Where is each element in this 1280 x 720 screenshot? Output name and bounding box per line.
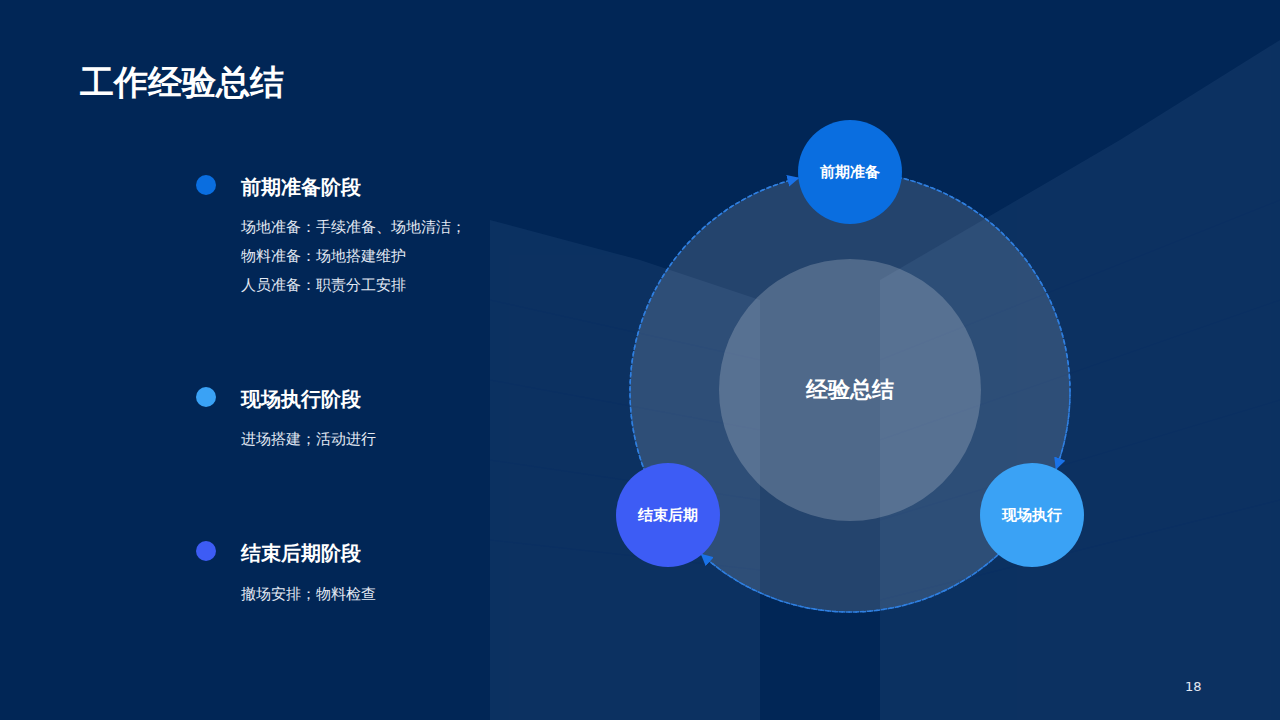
- stage-circle: 前期准备: [798, 120, 902, 224]
- stage-heading: 现场执行阶段: [241, 386, 361, 412]
- circle-fill: [798, 120, 902, 224]
- node-label: 经验总结: [806, 375, 894, 405]
- node-content: 前期准备: [798, 120, 902, 224]
- stage-detail: 人员准备：职责分工安排: [241, 275, 406, 295]
- stage-detail: 撤场安排；物料检查: [241, 584, 376, 604]
- node-content: 结束后期: [616, 463, 720, 567]
- stage-heading: 前期准备阶段: [241, 174, 361, 200]
- cycle-arrow: [703, 556, 997, 612]
- slide-title: 工作经验总结: [80, 60, 284, 104]
- circle-fill: [980, 463, 1084, 567]
- node-label: 现场执行: [1002, 506, 1062, 525]
- node-content: 经验总结: [719, 259, 981, 521]
- circle-fill: [719, 259, 981, 521]
- bullet-dot: [196, 175, 216, 195]
- bullet-dot: [196, 387, 216, 407]
- stage-detail: 进场搭建；活动进行: [241, 429, 376, 449]
- stage-detail: 物料准备：场地搭建维护: [241, 246, 406, 266]
- node-label: 结束后期: [638, 506, 698, 525]
- page-number: 18: [1185, 679, 1202, 695]
- stage-detail: 场地准备：手续准备、场地清洁；: [241, 217, 466, 237]
- node-label: 前期准备: [820, 163, 880, 182]
- center-circle: 经验总结: [719, 259, 981, 521]
- circle-fill: [616, 463, 720, 567]
- bullet-dot: [196, 541, 216, 561]
- stage-circle: 现场执行: [980, 463, 1084, 567]
- stage-circle: 结束后期: [616, 463, 720, 567]
- node-content: 现场执行: [980, 463, 1084, 567]
- building-silhouette: [490, 40, 1280, 720]
- stage-heading: 结束后期阶段: [241, 540, 361, 566]
